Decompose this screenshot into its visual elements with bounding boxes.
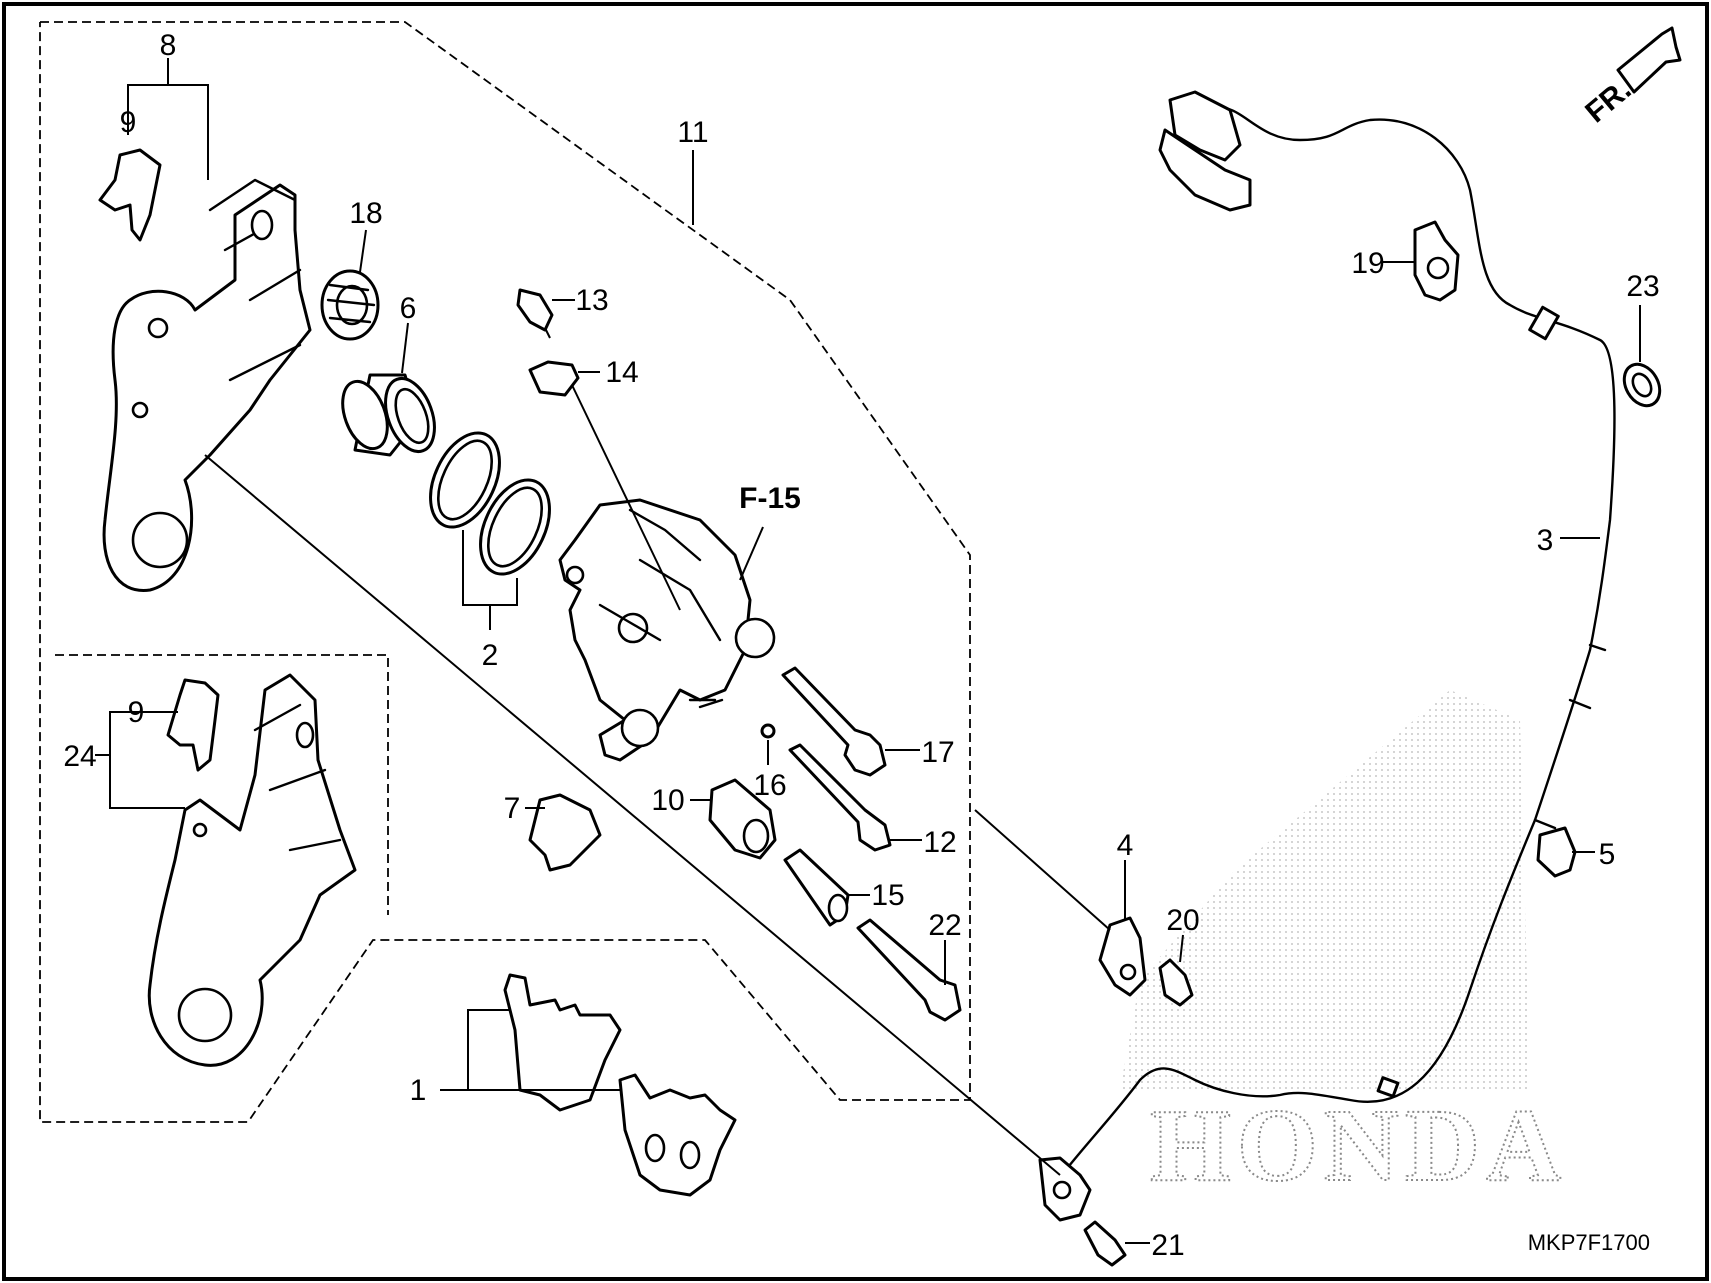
front-direction-arrow: FR.: [1579, 26, 1682, 129]
abs-sensor-harness: [1038, 90, 1616, 1222]
callout-23: 23: [1626, 270, 1659, 303]
caliper-piston: [341, 373, 436, 457]
brake-pad-set: [503, 973, 737, 1197]
callout-19: 19: [1351, 247, 1384, 280]
stay-bolt: [1158, 958, 1194, 1007]
assembly-outline: [39, 21, 971, 1123]
callout-14: 14: [605, 356, 638, 389]
callout-4: 4: [1117, 829, 1134, 862]
caliper-body: [558, 498, 776, 762]
leader-lines: [95, 58, 1641, 1244]
callout-16: 16: [753, 769, 786, 802]
honda-watermark: HONDA: [1120, 690, 1567, 1204]
sensor-bolt: [1083, 1220, 1127, 1267]
callout-2: 2: [482, 639, 499, 672]
callout-21: 21: [1151, 1229, 1184, 1262]
callout-5: 5: [1599, 838, 1616, 871]
callout-6: 6: [400, 292, 417, 325]
bleeder-cap: [516, 288, 554, 332]
piston-boot: [320, 269, 380, 341]
callout-9: 9: [120, 106, 137, 139]
callout-17: 17: [921, 736, 954, 769]
callout-7: 7: [504, 792, 521, 825]
callout-10: 10: [651, 784, 684, 817]
callout-22: 22: [928, 909, 961, 942]
inset-caliper-bracket: [147, 673, 357, 1067]
callout-15: 15: [871, 879, 904, 912]
callout-11: 11: [677, 116, 708, 149]
inset-pad-spring-clip: [166, 678, 220, 772]
harness-clamp: [1413, 220, 1460, 302]
svg-text:HONDA: HONDA: [1150, 1088, 1567, 1203]
caliper-bolt: [856, 918, 962, 1022]
callout-3: 3: [1537, 524, 1554, 557]
bleeder-screw: [528, 360, 580, 397]
sensor-stay: [1098, 916, 1147, 997]
pad-spring-clip: [98, 148, 162, 242]
part-code: MKP7F1700: [1528, 1230, 1650, 1255]
callout-9-inset: 9: [128, 696, 145, 729]
pin-a: [788, 743, 892, 852]
pad-spring: [528, 793, 602, 872]
callout-labels: 1 2 3 4 5 6 7 8 9 10 11 12 13 14 15 16 1…: [63, 29, 1659, 1262]
reference-f15: F-15: [739, 482, 801, 515]
callout-20: 20: [1166, 904, 1199, 937]
callout-24: 24: [63, 740, 96, 773]
pin-boot: [708, 778, 777, 860]
pin-sleeve: [783, 848, 850, 927]
harness-clip: [1622, 362, 1662, 408]
inset-outline: [55, 654, 389, 915]
callout-12: 12: [923, 826, 956, 859]
caliper-pin-bolt: [781, 666, 887, 777]
harness-guide: [1536, 826, 1577, 878]
dust-seal-ring: [760, 723, 776, 739]
callout-18: 18: [349, 197, 382, 230]
caliper-bracket: [102, 178, 312, 592]
callout-8: 8: [160, 29, 177, 62]
callout-1: 1: [410, 1074, 427, 1107]
piston-seal-set: [429, 431, 551, 576]
callout-13: 13: [575, 284, 608, 317]
